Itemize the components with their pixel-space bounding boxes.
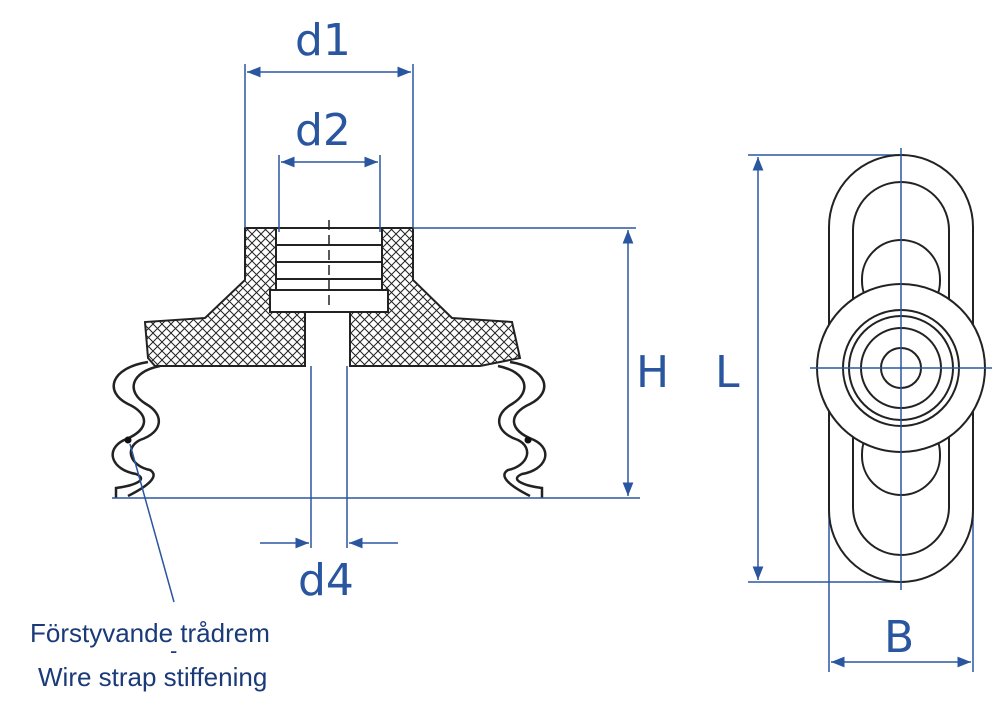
dim-label-H: H xyxy=(636,347,669,398)
dim-label-d2: d2 xyxy=(295,105,351,156)
dim-label-d4: d4 xyxy=(298,555,354,606)
wire-strap-left xyxy=(124,436,132,444)
note-separator: - xyxy=(170,638,178,663)
dim-label-B: B xyxy=(884,612,914,663)
wire-strap-right xyxy=(524,436,532,444)
dim-label-L: L xyxy=(715,347,740,398)
dim-label-d1: d1 xyxy=(295,15,351,66)
top-view-centerlines xyxy=(810,148,992,590)
side-section-view xyxy=(111,220,640,603)
bellows-right xyxy=(497,360,547,498)
wire-strap-note-english: Wire strap stiffening xyxy=(38,662,268,692)
wire-strap-leader xyxy=(129,443,175,603)
dimension-lines xyxy=(244,64,974,672)
bellows-left xyxy=(111,360,161,498)
wire-strap-note-swedish: Förstyvande trådrem xyxy=(30,618,270,648)
